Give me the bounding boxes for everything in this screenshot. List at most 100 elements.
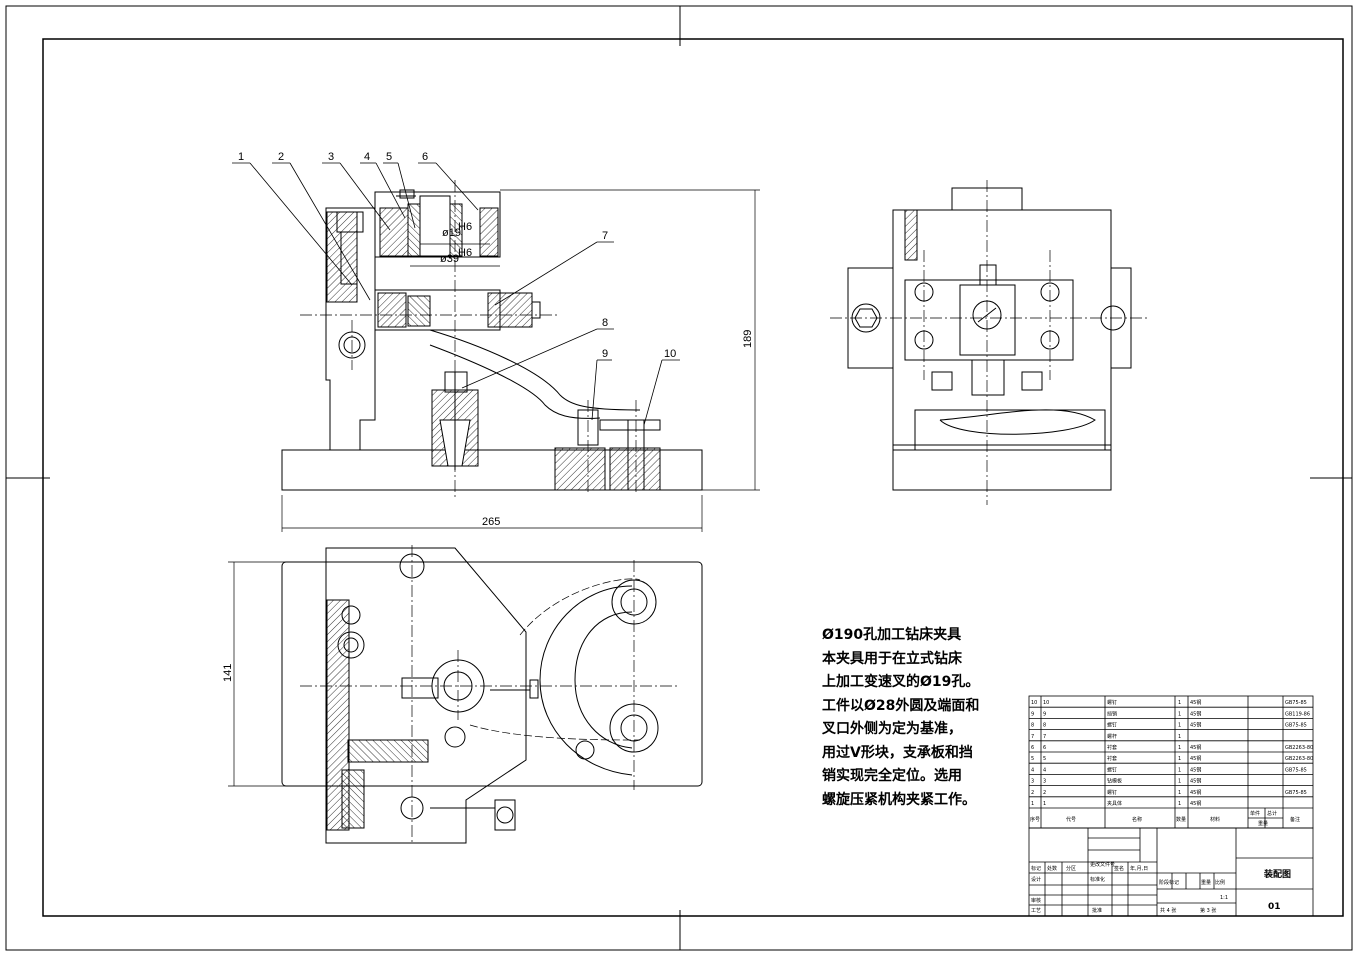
tb-title: 装配图 xyxy=(1263,868,1291,880)
balloon-5: 5 xyxy=(386,151,392,163)
bom-table xyxy=(1028,695,1314,829)
top-view xyxy=(281,545,703,845)
bom-cell-code: 4 xyxy=(1043,767,1046,773)
bom-cell-seq: 7 xyxy=(1031,734,1034,740)
tb-sheet-no: 第 3 张 xyxy=(1200,907,1216,914)
bom-cell-code: 9 xyxy=(1043,711,1046,717)
note-line: 用过V形块，支承板和挡 xyxy=(822,744,973,761)
bom-cell-code: 1 xyxy=(1043,801,1046,807)
bom-h-mat: 材料 xyxy=(1210,816,1220,823)
note-line: 上加工变速叉的Ø19孔。 xyxy=(822,674,980,690)
balloon-2: 2 xyxy=(278,151,284,163)
bom-cell-seq: 5 xyxy=(1031,756,1034,762)
bom-cell-mat: 45钢 xyxy=(1190,744,1201,751)
bom-cell-name: 衬套 xyxy=(1107,755,1117,762)
dim-width: 265 xyxy=(482,516,500,528)
tb-drawing-no: 01 xyxy=(1268,902,1281,912)
note-line: 工件以Ø28外圆及端面和 xyxy=(822,697,980,714)
balloon-6: 6 xyxy=(422,151,428,163)
bom-cell-mat: 45钢 xyxy=(1190,800,1201,807)
note-line: 销实现完全定位。选用 xyxy=(822,768,962,784)
technical-note: Ø190孔加工钻床夹具 本夹具用于在立式钻床 上加工变速叉的Ø19孔。 工件以Ø… xyxy=(822,624,1022,812)
tb-rev-mark: 标记 xyxy=(1031,865,1041,872)
dim-bore-large-fit: H6 xyxy=(458,247,472,259)
tb-weight: 重量 xyxy=(1201,879,1211,886)
bom-cell-qty: 1 xyxy=(1178,700,1181,706)
note-line: 叉口外侧为定为基准， xyxy=(822,721,962,737)
balloon-4: 4 xyxy=(364,151,370,163)
dim-bore-large: ø39 xyxy=(440,253,459,265)
bom-cell-seq: 9 xyxy=(1031,711,1034,717)
bom-h-total: 总计 xyxy=(1267,810,1277,817)
bom-h-qty: 数量 xyxy=(1176,816,1186,823)
balloon-9: 9 xyxy=(602,348,608,360)
bom-cell-mat: 45钢 xyxy=(1190,710,1201,717)
leader-lines xyxy=(232,162,680,426)
bom-h-weight: 重量 xyxy=(1258,820,1268,827)
tb-design: 设计 xyxy=(1031,876,1041,883)
bom-h-unit: 单件 xyxy=(1250,810,1260,817)
bom-cell-name: 螺杆 xyxy=(1107,733,1117,740)
bom-cell-name: 挡销 xyxy=(1107,710,1117,717)
bom-h-seq: 序号 xyxy=(1030,816,1040,823)
bom-cell-qty: 1 xyxy=(1178,723,1181,729)
bom-header: 序号 代号 名称 数量 材料 单件 总计 重量 备注 xyxy=(1030,810,1300,827)
dim-height-top: 141 xyxy=(222,664,234,682)
tb-approve: 批准 xyxy=(1092,907,1102,914)
balloon-8: 8 xyxy=(602,317,608,329)
bom-cell-name: 螺钉 xyxy=(1107,699,1117,706)
bom-cell-code: 8 xyxy=(1043,723,1046,729)
tb-rev-doc: 更改文件号 xyxy=(1090,861,1115,868)
bom-cell-std: GB75-85 xyxy=(1285,790,1307,796)
bom-cell-mat: 45钢 xyxy=(1190,722,1201,729)
bom-cell-std: GB75-85 xyxy=(1285,767,1307,773)
note-line: Ø190孔加工钻床夹具 xyxy=(822,627,962,643)
bom-cell-seq: 8 xyxy=(1031,723,1034,729)
balloon-10: 10 xyxy=(664,348,676,360)
bom-cell-mat: 45钢 xyxy=(1190,766,1201,773)
bom-cell-qty: 1 xyxy=(1178,756,1181,762)
bom-cell-code: 5 xyxy=(1043,756,1046,762)
dim-bore-small-fit: H6 xyxy=(458,221,472,233)
bom-cell-name: 衬套 xyxy=(1107,744,1117,751)
bom-h-name: 名称 xyxy=(1132,816,1142,823)
bom-cell-mat: 45钢 xyxy=(1190,699,1201,706)
bom-cell-code: 2 xyxy=(1043,790,1046,796)
tb-rev-zone: 分区 xyxy=(1066,865,1076,872)
tb-process: 工艺 xyxy=(1031,908,1041,914)
bom-h-remark: 备注 xyxy=(1290,816,1300,823)
bom-cell-seq: 3 xyxy=(1031,779,1034,785)
tb-stage: 阶段标记 xyxy=(1159,879,1179,886)
bom-cell-mat: 45钢 xyxy=(1190,778,1201,785)
bom-cell-name: 螺钉 xyxy=(1107,789,1117,796)
bom-cell-mat: 45钢 xyxy=(1190,755,1201,762)
bom-cell-seq: 10 xyxy=(1031,700,1037,706)
balloon-1: 1 xyxy=(238,151,244,163)
bom-cell-std: GB75-85 xyxy=(1285,700,1307,706)
title-block-text: 标记 处数 分区 更改文件号 签名 年,月,日 设计 标准化 审核 工艺 批准 … xyxy=(1031,861,1291,914)
balloon-7: 7 xyxy=(602,230,608,242)
balloon-labels: 1 2 3 4 5 6 7 8 9 10 xyxy=(238,151,676,360)
bom-cell-qty: 1 xyxy=(1178,779,1181,785)
bom-cell-seq: 6 xyxy=(1031,745,1034,751)
bom-cell-name: 夹具体 xyxy=(1107,800,1122,807)
balloon-3: 3 xyxy=(328,151,334,163)
bom-cell-std: GB75-85 xyxy=(1285,723,1307,729)
bom-cell-qty: 1 xyxy=(1178,711,1181,717)
title-block xyxy=(1028,827,1314,917)
dim-bore-small: ø19 xyxy=(442,227,461,239)
bom-cell-seq: 2 xyxy=(1031,790,1034,796)
note-line: 本夹具用于在立式钻床 xyxy=(822,650,962,667)
note-line: 螺旋压紧机构夹紧工作。 xyxy=(822,791,976,808)
bom-cell-code: 6 xyxy=(1043,745,1046,751)
bom-cell-std: GB119-86 xyxy=(1285,711,1310,717)
tb-scale-lbl: 比例 xyxy=(1215,879,1225,886)
dimension-lines xyxy=(228,189,760,787)
bom-cell-qty: 1 xyxy=(1178,734,1181,740)
bom-cell-seq: 4 xyxy=(1031,767,1034,773)
bom-cell-qty: 1 xyxy=(1178,745,1181,751)
sheet-frame xyxy=(5,5,1353,951)
bom-cell-code: 10 xyxy=(1043,700,1049,706)
